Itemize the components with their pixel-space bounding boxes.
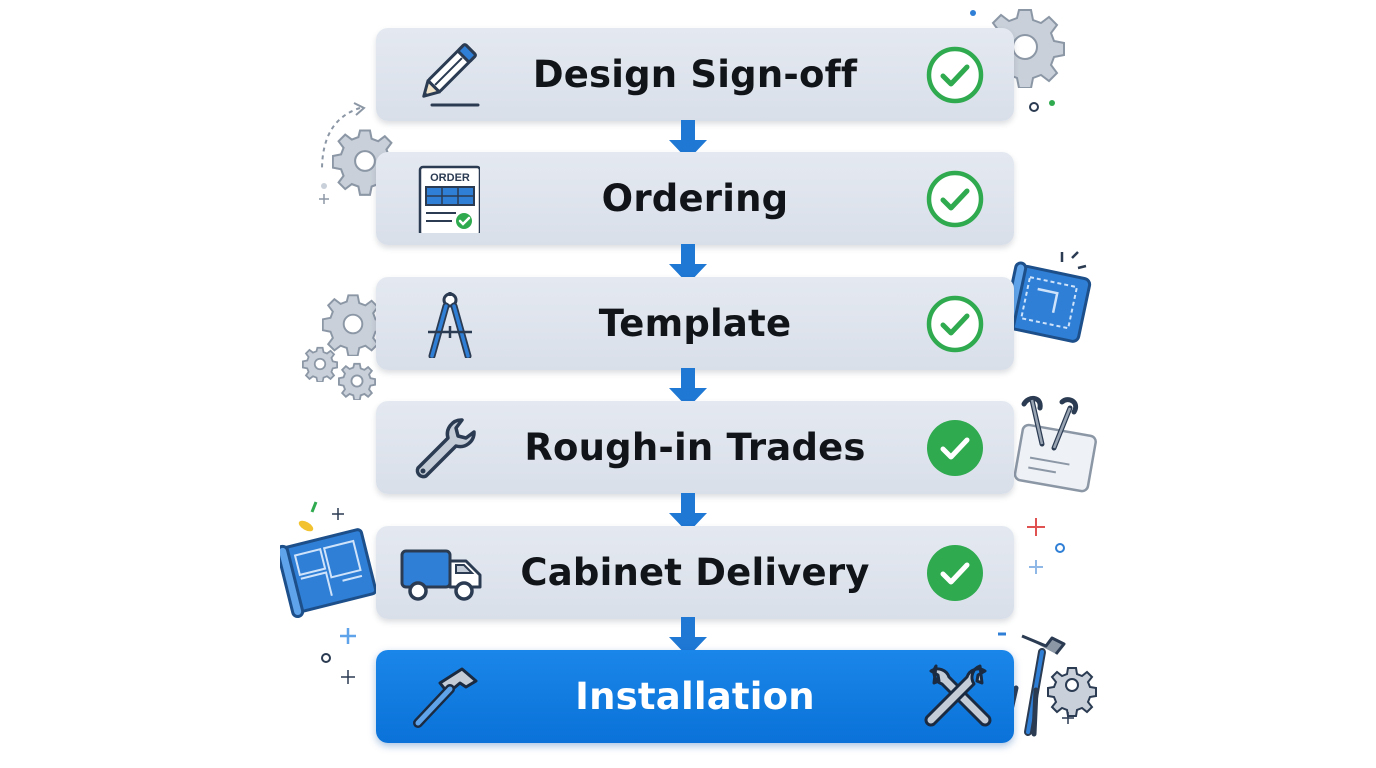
- hammer-icon: [413, 667, 478, 728]
- step-label: Cabinet Delivery: [520, 551, 870, 594]
- down-arrow-icon: [669, 120, 707, 160]
- gear-icon: [302, 346, 338, 382]
- sparkle-icon: [319, 183, 329, 204]
- sparkle-icon: [970, 10, 976, 16]
- check-circle-icon: [927, 420, 983, 476]
- step-label: Template: [598, 302, 792, 345]
- step-label: Design Sign-off: [532, 53, 858, 96]
- blueprint-roll-icon: [1004, 251, 1092, 343]
- drafting-compass-icon: [428, 292, 472, 358]
- gear-icon: [338, 362, 376, 400]
- down-arrow-icon: [669, 244, 707, 284]
- sparkle-icon: [321, 628, 356, 684]
- step-design-sign-off: Design Sign-off: [376, 28, 1014, 121]
- step-cabinet-delivery: Cabinet Delivery: [376, 526, 1014, 619]
- step-template: Template: [376, 277, 1014, 370]
- step-rough-in-trades: Rough-in Trades: [376, 401, 1014, 494]
- check-circle-icon: [926, 170, 984, 228]
- down-arrow-icon: [669, 617, 707, 657]
- down-arrow-icon: [669, 368, 707, 408]
- step-label: Rough-in Trades: [524, 426, 866, 469]
- down-arrow-icon: [669, 493, 707, 533]
- order-form-icon: ORDER: [418, 165, 480, 233]
- step-ordering: ORDER Ordering: [376, 152, 1014, 245]
- crossed-tools-icon: [924, 664, 992, 727]
- step-label: Installation: [575, 675, 815, 718]
- check-circle-icon: [926, 46, 984, 104]
- check-circle-icon: [926, 295, 984, 353]
- pencil-icon: [422, 43, 480, 107]
- delivery-truck-icon: [400, 549, 482, 601]
- sparkle-icon: [1029, 100, 1055, 112]
- wrench-blueprint-icon: [1013, 396, 1097, 493]
- step-installation: Installation: [376, 650, 1014, 743]
- sparkle-icon: [298, 501, 344, 532]
- step-label: Ordering: [601, 177, 789, 220]
- order-form-text: ORDER: [430, 172, 470, 184]
- check-circle-icon: [927, 545, 983, 601]
- dashed-arc: [321, 102, 366, 171]
- blueprint-map-icon: [280, 528, 376, 619]
- wrench-icon: [415, 418, 476, 479]
- sparkle-icon: [1027, 518, 1065, 574]
